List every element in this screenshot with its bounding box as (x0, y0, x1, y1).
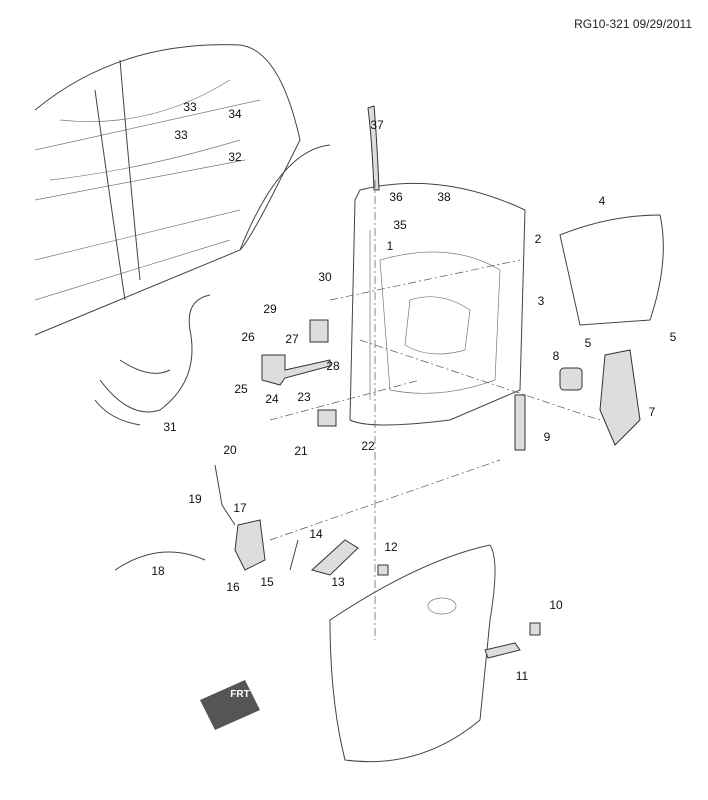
callout-5: 5 (585, 336, 592, 350)
callout-30: 30 (318, 270, 332, 284)
callout-24: 24 (265, 392, 279, 406)
callout-38: 38 (437, 190, 451, 204)
callout-9: 9 (544, 430, 551, 444)
lower-hinge (317, 409, 337, 427)
callout-18: 18 (151, 564, 165, 578)
callout-4: 4 (599, 194, 606, 208)
front-label: FRT (230, 689, 249, 700)
callout-3: 3 (538, 294, 545, 308)
callout-21: 21 (294, 444, 308, 458)
callout-34: 34 (228, 107, 242, 121)
door-outer-panel (329, 544, 496, 763)
door-check (261, 354, 331, 386)
upper-hinge (309, 319, 329, 343)
outside-handle (484, 642, 521, 659)
callout-1: 1 (387, 239, 394, 253)
callout-5: 5 (670, 330, 677, 344)
callout-14: 14 (309, 527, 323, 541)
callout-15: 15 (260, 575, 274, 589)
callout-31: 31 (163, 420, 177, 434)
callout-36: 36 (389, 190, 403, 204)
callout-19: 19 (188, 492, 202, 506)
callout-10: 10 (549, 598, 563, 612)
callout-37: 37 (370, 118, 384, 132)
callout-11: 11 (516, 669, 529, 683)
diagram-reference: RG10-321 09/29/2011 (574, 17, 692, 31)
callout-35: 35 (393, 218, 407, 232)
front-direction-indicator: FRT (200, 680, 260, 730)
callout-28: 28 (326, 359, 340, 373)
callout-33: 33 (183, 100, 197, 114)
regulator-motor (559, 367, 583, 391)
weatherstrip (367, 105, 380, 191)
window-regulator (599, 349, 641, 446)
door-window-glass (559, 214, 664, 326)
callout-23: 23 (297, 390, 311, 404)
handle-cap (529, 622, 541, 636)
callout-22: 22 (361, 439, 375, 453)
door-frame (349, 182, 526, 426)
handle-pocket (427, 597, 457, 615)
front-arrow-icon (200, 680, 260, 730)
callout-16: 16 (226, 580, 240, 594)
callout-29: 29 (263, 302, 277, 316)
callout-12: 12 (384, 540, 398, 554)
lock-rod (214, 464, 236, 526)
vehicle-body (34, 44, 331, 336)
callout-13: 13 (331, 575, 345, 589)
callout-20: 20 (223, 443, 237, 457)
callout-27: 27 (285, 332, 299, 346)
callout-17: 17 (233, 501, 247, 515)
callout-25: 25 (234, 382, 248, 396)
callout-33: 33 (174, 128, 188, 142)
wiring-harness (94, 294, 211, 426)
callout-32: 32 (228, 150, 242, 164)
rod (289, 539, 299, 571)
callout-7: 7 (649, 405, 656, 419)
handle-bracket (310, 539, 359, 576)
callout-8: 8 (553, 349, 560, 363)
glass-run-channel (514, 394, 526, 451)
clip (377, 564, 389, 576)
handle-cable (114, 551, 206, 571)
callout-2: 2 (535, 232, 542, 246)
door-latch (234, 519, 266, 571)
callout-26: 26 (241, 330, 255, 344)
